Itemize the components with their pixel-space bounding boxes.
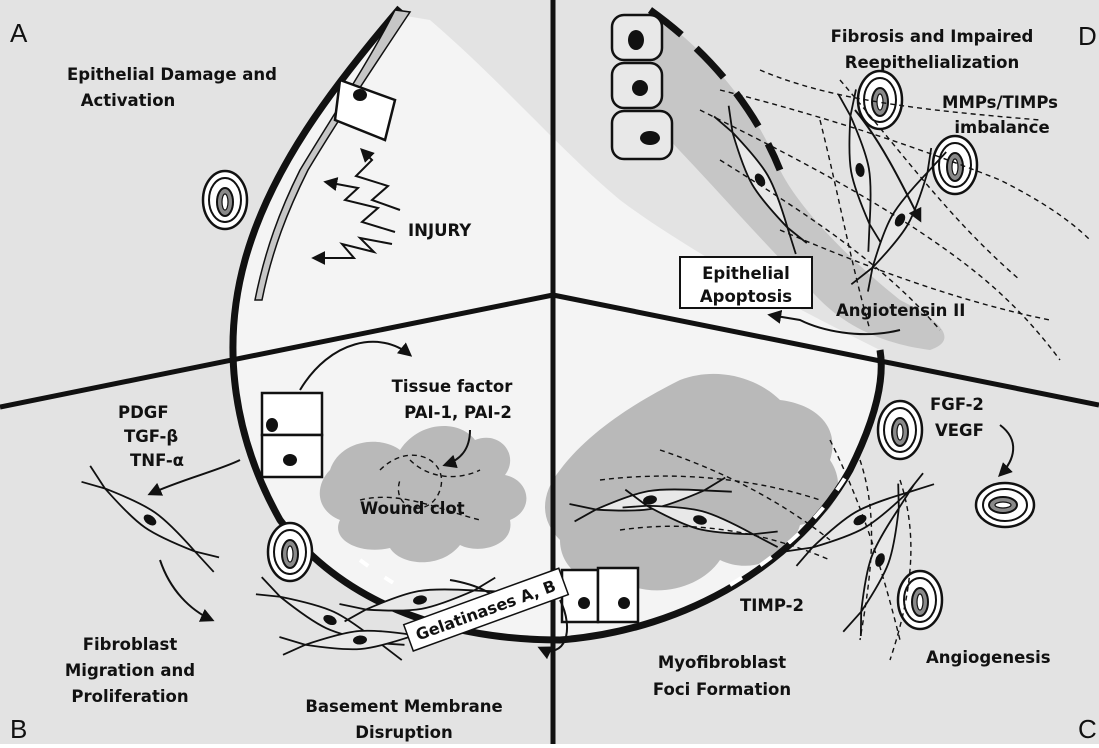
red-blood-cell	[268, 523, 312, 581]
fgf2-label: FGF-2	[930, 395, 984, 414]
injury-label: INJURY	[408, 221, 472, 240]
activation-title: Activation	[81, 91, 176, 110]
myofibroblast-label-2: Foci Formation	[653, 680, 791, 699]
red-blood-cell	[933, 136, 977, 194]
fibroblast-label-2: Migration and	[65, 661, 195, 680]
panel-letter-d: D	[1078, 21, 1097, 51]
vegf-label: VEGF	[935, 421, 984, 440]
mmps-label-2: imbalance	[954, 118, 1049, 137]
fibroblast-label-3: Proliferation	[71, 687, 188, 706]
basement-membrane-label-2: Disruption	[355, 723, 453, 742]
wound-clot-label: Wound clot	[360, 499, 465, 518]
mmps-label-1: MMPs/TIMPs	[942, 93, 1058, 112]
tnf-alpha-label: TNF-α	[130, 451, 184, 470]
pai-label: PAI-1, PAI-2	[404, 403, 512, 422]
epithelial-apoptosis-label-2: Apoptosis	[700, 287, 792, 306]
basement-membrane-label-1: Basement Membrane	[305, 697, 502, 716]
epithelial-damage-title: Epithelial Damage and	[67, 65, 277, 84]
myofibroblast-label-1: Myofibroblast	[658, 653, 786, 672]
fibrosis-label-1: Fibrosis and Impaired	[831, 27, 1034, 46]
angiotensin-label: Angiotensin II	[836, 301, 965, 320]
fibroblast-label-1: Fibroblast	[83, 635, 178, 654]
epithelial-cells-d	[612, 15, 672, 159]
red-blood-cell	[878, 401, 922, 459]
red-blood-cell	[898, 571, 942, 629]
timp2-label: TIMP-2	[740, 596, 804, 615]
angiogenesis-label: Angiogenesis	[926, 648, 1051, 667]
tgf-beta-label: TGF-β	[124, 427, 178, 446]
panel-letter-b: B	[10, 714, 27, 744]
epithelial-apoptosis-label-1: Epithelial	[702, 264, 790, 283]
red-blood-cell	[976, 483, 1034, 527]
tissue-factor-label: Tissue factor	[392, 377, 514, 396]
panel-letter-a: A	[10, 18, 28, 48]
epithelial-cells-c	[562, 568, 638, 622]
panel-letter-c: C	[1078, 714, 1097, 744]
pdgf-label: PDGF	[118, 403, 169, 422]
fibrosis-label-2: Reepithelialization	[845, 53, 1020, 72]
epithelial-cells-b	[262, 393, 322, 477]
red-blood-cell	[203, 171, 247, 229]
